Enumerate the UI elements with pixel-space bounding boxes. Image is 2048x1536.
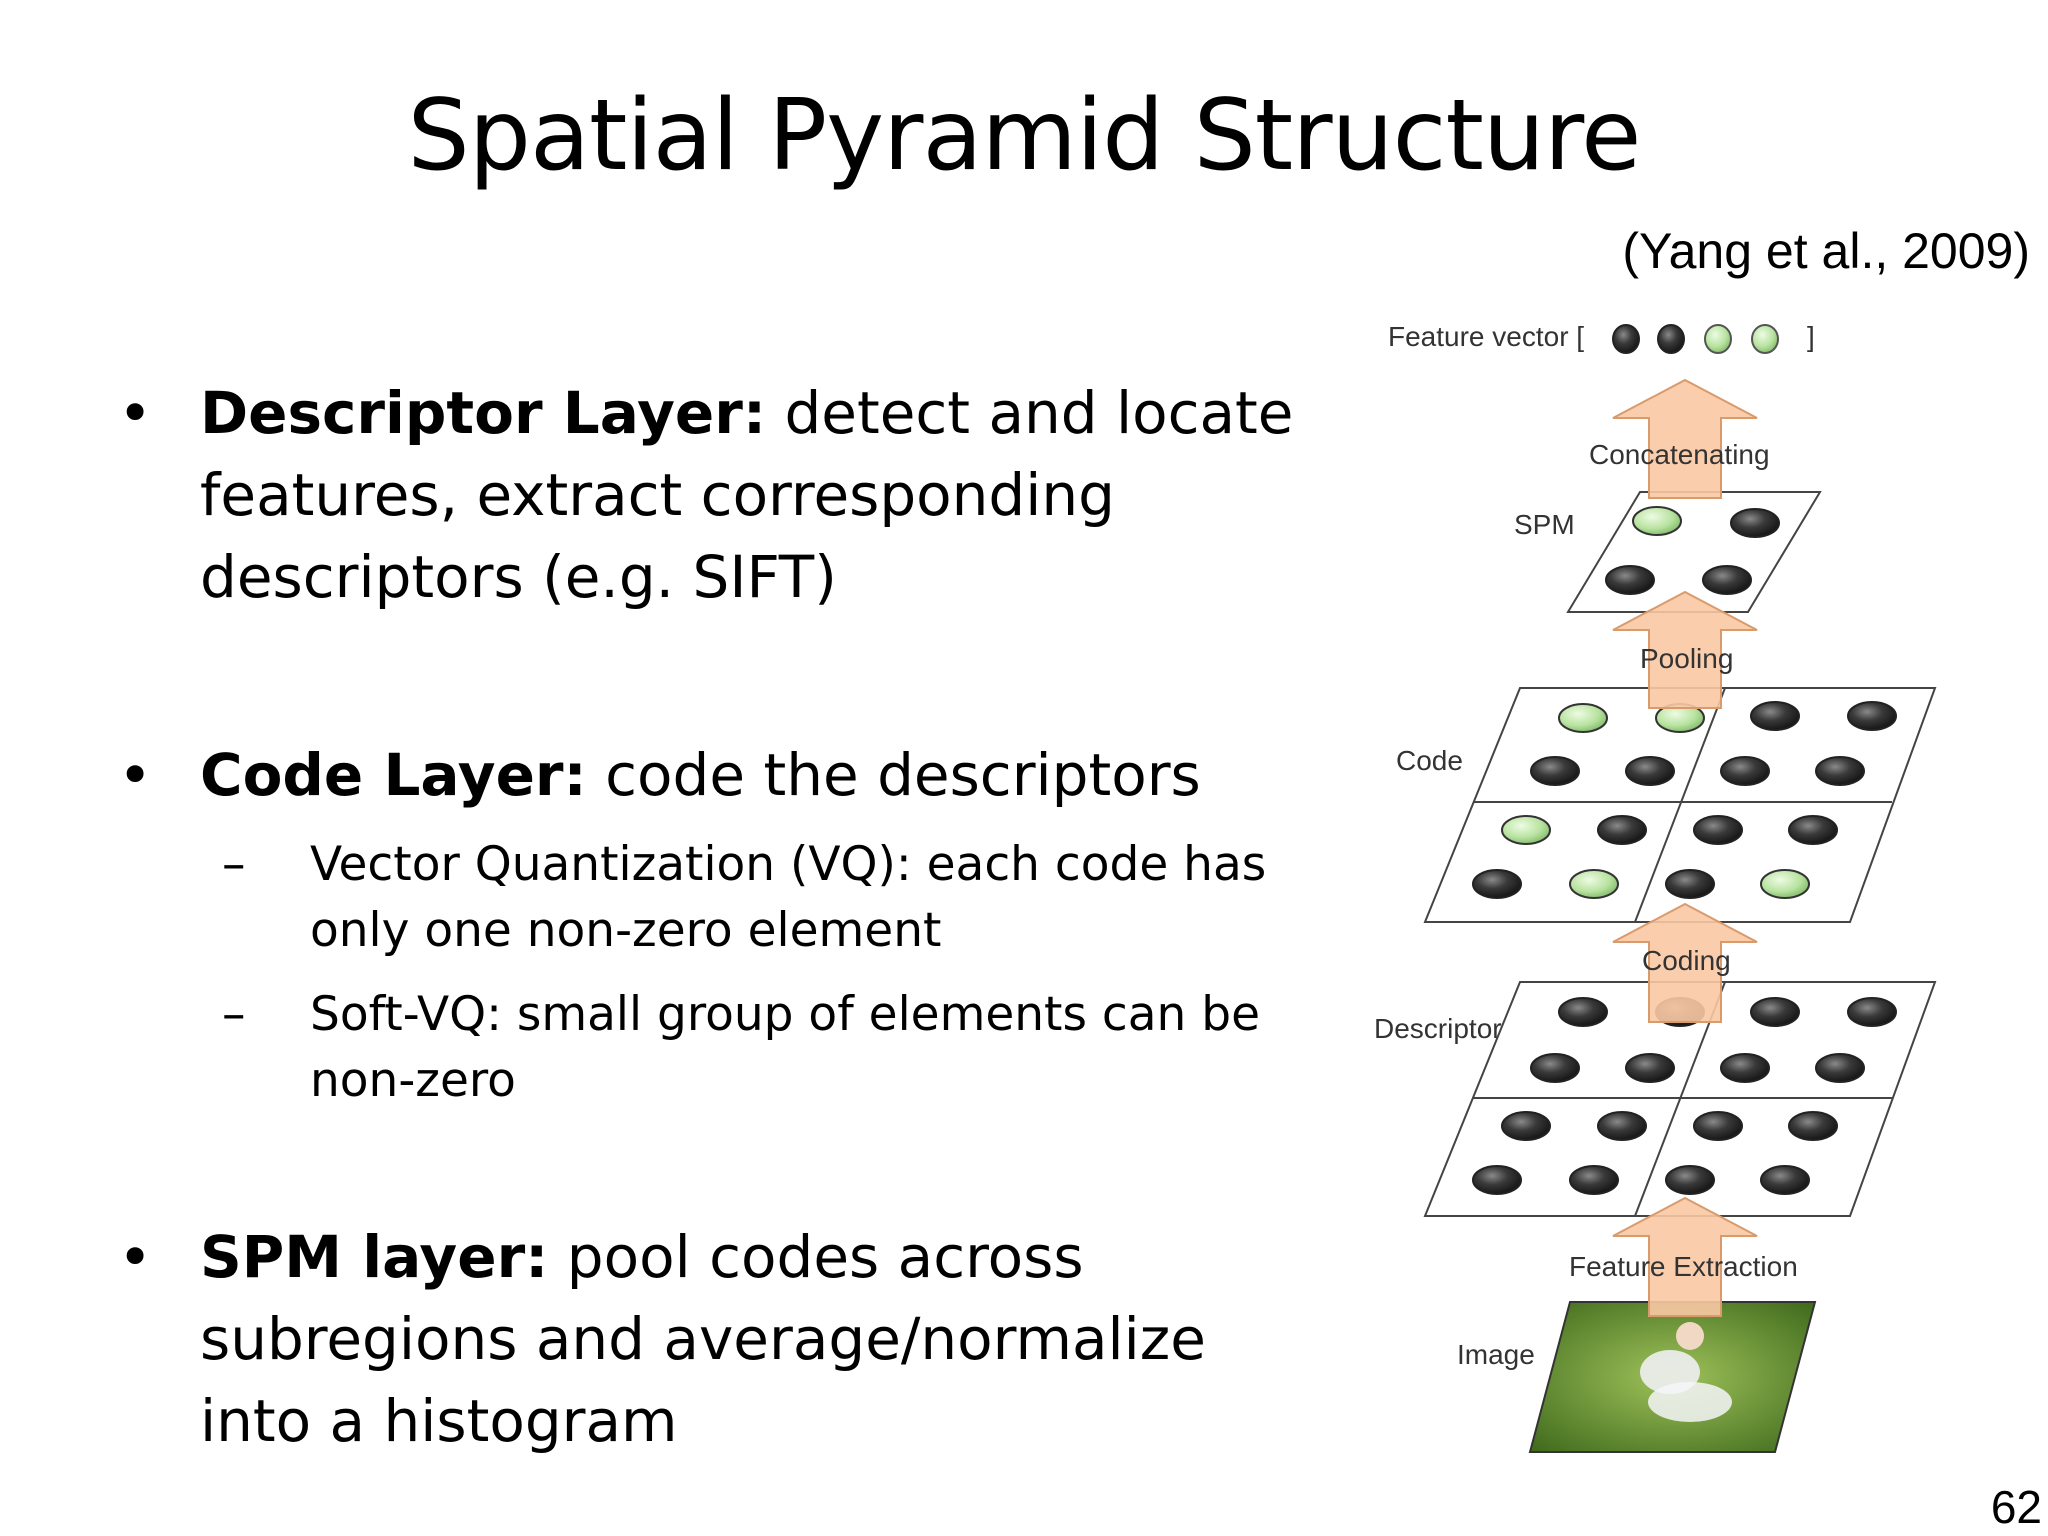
code-dot-green [1569,869,1619,899]
bullet-dot: • [118,379,153,447]
spm-dot-green [1632,506,1682,536]
descriptor-dot [1693,1111,1743,1141]
code-dot-dark [1597,815,1647,845]
feature-vector-label: Feature vector [ [1388,321,1584,352]
feature-vector-dot-green [1704,324,1732,354]
spm-dot-dark [1605,565,1655,595]
bullet-bold-label: Code Layer: [200,741,587,809]
descriptor-dot [1569,1165,1619,1195]
image-child-face [1676,1322,1704,1350]
descriptor-dot [1558,997,1608,1027]
feature-vector-dot-dark [1657,324,1685,354]
arrow-concatenating [1612,378,1758,499]
arrow-feature-extraction [1612,1196,1758,1317]
descriptor-dot [1750,997,1800,1027]
image-child-figure [1648,1382,1732,1422]
code-dot-dark [1665,869,1715,899]
spatial-pyramid-diagram: Feature vector [ ] SPM Concatenating Cod… [1374,321,1937,1453]
descriptor-dot [1472,1165,1522,1195]
descriptor-dot [1625,1053,1675,1083]
descriptor-dot [1720,1053,1770,1083]
code-dot-green [1760,869,1810,899]
bullet-text: SPM layer: pool codes across subregions … [200,1216,1330,1462]
bullet-body: detect and locate features, extract corr… [200,379,1294,611]
bullet-bold-label: SPM layer: [200,1223,549,1291]
arrow-pooling [1612,590,1758,709]
descriptor-dot [1665,1165,1715,1195]
bullet-text: Descriptor Layer: detect and locate feat… [200,372,1330,618]
spm-dot-dark [1730,508,1780,538]
code-dot-green [1558,703,1608,733]
citation: (Yang et al., 2009) [1622,223,2030,279]
bullet-body: code the descriptors [586,741,1201,809]
arrow-coding [1612,902,1758,1023]
spm-dot-dark [1702,565,1752,595]
layer-label-spm: SPM [1514,509,1575,540]
page-number: 62 [1990,1481,2042,1533]
layer-label-descriptor: Descriptor [1374,1013,1502,1044]
code-dot-dark [1720,756,1770,786]
descriptor-dot [1530,1053,1580,1083]
feature-vector-dot-green [1751,324,1779,354]
code-dot-dark [1815,756,1865,786]
sub-bullet-text: Vector Quantization (VQ): each code has … [310,837,1267,958]
bullet-text: Code Layer: code the descriptors [200,734,1330,816]
code-dot-dark [1625,756,1675,786]
code-dot-dark [1530,756,1580,786]
descriptor-dot [1501,1111,1551,1141]
bullet-bold-label: Descriptor Layer: [200,379,767,447]
slide-title: Spatial Pyramid Structure [407,79,1642,193]
descriptor-dot [1760,1165,1810,1195]
code-dot-dark [1693,815,1743,845]
sub-bullet-dash: – [222,987,246,1042]
layer-label-code: Code [1396,745,1463,776]
arrow-label-feature-extraction: Feature Extraction [1569,1251,1798,1282]
descriptor-dot [1788,1111,1838,1141]
bullet-dot: • [118,741,153,809]
layer-label-image: Image [1457,1339,1535,1370]
descriptor-dot [1815,1053,1865,1083]
bullet-body: pool codes across subregions and average… [200,1223,1206,1455]
descriptor-dot [1847,997,1897,1027]
bullet-dot: • [118,1223,153,1291]
arrow-label-coding: Coding [1642,945,1731,976]
code-dot-dark [1472,869,1522,899]
arrow-label-pooling: Pooling [1640,643,1733,674]
code-dot-dark [1788,815,1838,845]
spm-plane [1566,491,1822,613]
sub-bullet-text: Soft-VQ: small group of elements can be … [310,987,1261,1108]
code-dot-green [1501,815,1551,845]
descriptor-dot [1597,1111,1647,1141]
code-dot-dark [1750,701,1800,731]
arrow-label-concatenating: Concatenating [1589,439,1770,470]
code-plane-divider [1634,687,1726,923]
feature-vector-dot-dark [1612,324,1640,354]
code-dot-dark [1847,701,1897,731]
feature-vector-bracket: ] [1807,321,1815,352]
sub-bullet-dash: – [222,837,246,892]
